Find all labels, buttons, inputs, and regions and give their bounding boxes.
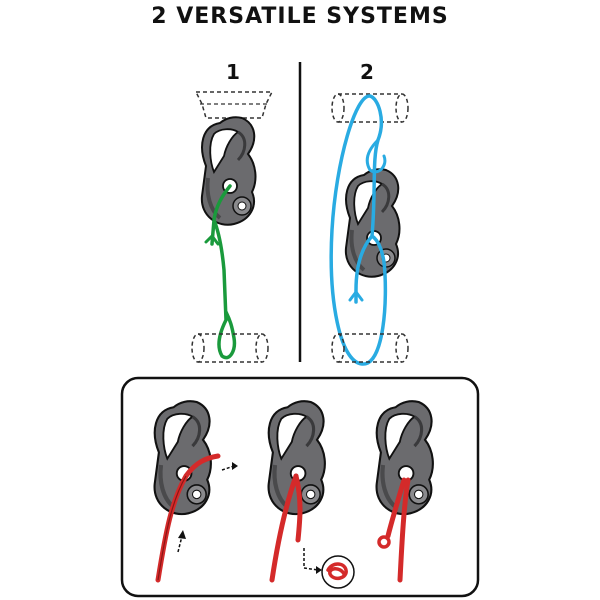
anchor-top-2 <box>331 93 409 123</box>
page-title: 2 VERSATILE SYSTEMS <box>151 4 449 29</box>
knot-inset <box>321 555 355 589</box>
system-1-label: 1 <box>226 60 240 84</box>
step-1-illustration <box>155 401 238 583</box>
step-2-cord-b <box>293 473 303 543</box>
system-1-illustration <box>191 91 274 363</box>
system-2-label: 2 <box>360 60 374 84</box>
clip-1-icon <box>199 115 258 227</box>
step-3-illustration <box>377 401 433 583</box>
step-3-cord-a <box>397 477 411 583</box>
step-2-clip-icon <box>269 401 325 514</box>
knot-icon <box>326 562 348 581</box>
step-3-cord-b <box>385 477 407 539</box>
step-2-cord-a <box>269 473 299 583</box>
step-2-illustration <box>269 401 355 589</box>
anchor-bottom-2 <box>331 333 409 363</box>
anchor-top-1 <box>194 91 274 119</box>
step-3-knot <box>377 535 391 549</box>
cord-green <box>210 184 237 360</box>
step-1-clip-icon <box>155 401 211 514</box>
anchor-bottom-1 <box>191 333 269 363</box>
system-2-illustration <box>329 93 409 366</box>
